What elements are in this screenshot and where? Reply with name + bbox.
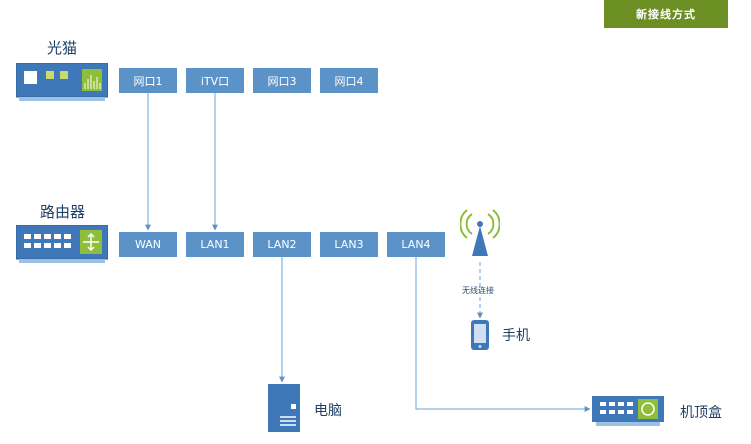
modem-port-4: 网口4 [320, 68, 378, 93]
phone-label: 手机 [502, 328, 530, 344]
router-label: 路由器 [40, 203, 86, 221]
computer-icon [268, 384, 300, 432]
modem-port-3: 网口3 [253, 68, 311, 93]
router-port-lan4: LAN4 [387, 232, 445, 257]
modem-label: 光猫 [47, 39, 78, 57]
title-badge: 新接线方式 [604, 0, 728, 28]
stb-label: 机顶盒 [680, 405, 722, 421]
router-port-lan1: LAN1 [186, 232, 244, 257]
router-icon [15, 224, 109, 265]
modem-icon [15, 62, 109, 103]
wireless-label: 无线连接 [462, 286, 494, 295]
stb-icon [592, 392, 664, 428]
router-port-wan: WAN [119, 232, 177, 257]
router-port-lan2: LAN2 [253, 232, 311, 257]
modem-port-1: 网口1 [119, 68, 177, 93]
phone-icon [471, 320, 489, 350]
modem-port-itv: iTV口 [186, 68, 244, 93]
antenna-icon [459, 208, 501, 258]
router-port-lan3: LAN3 [320, 232, 378, 257]
line-lan4-stb [415, 257, 591, 412]
computer-label: 电脑 [314, 403, 342, 419]
